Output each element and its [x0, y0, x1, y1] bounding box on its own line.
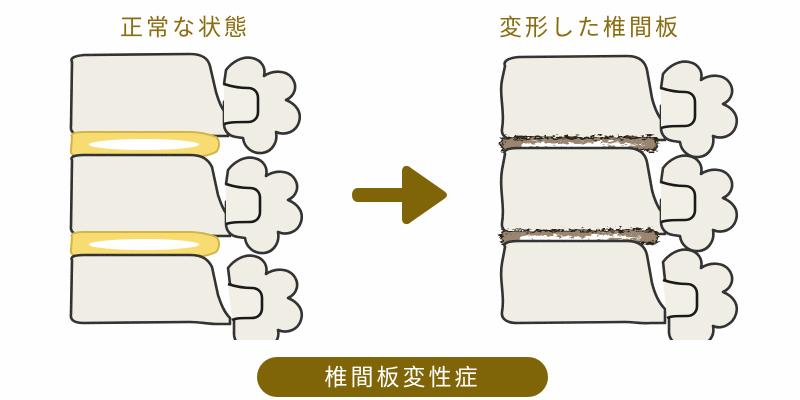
right-arrow-icon	[352, 165, 447, 225]
nucleus-pulposus-1	[89, 139, 199, 150]
posterior-element-2	[224, 156, 304, 255]
nucleus-pulposus-2	[89, 239, 199, 250]
posterior-element-2	[659, 154, 739, 253]
posterior-element-3	[661, 248, 739, 340]
panel-title-right: 変形した椎間板	[499, 15, 681, 40]
spine-normal-svg	[69, 52, 304, 340]
intervertebral-disc-healthy-2	[69, 231, 220, 258]
vertebra-body-1	[499, 54, 667, 142]
caption-pill: 椎間板変性症	[257, 357, 548, 397]
spine-diagram-normal	[40, 40, 340, 340]
vertebra-body-3	[499, 239, 667, 325]
spine-degenerated-svg	[499, 54, 739, 340]
posterior-element-3	[226, 254, 304, 340]
caption-label: 椎間板変性症	[324, 364, 481, 390]
vertebra-body-2	[69, 153, 232, 238]
panel-title-left: 正常な状態	[120, 15, 250, 40]
transition-arrow	[352, 163, 452, 227]
spine-diagram-degenerated	[475, 40, 775, 340]
intervertebral-disc-healthy-1	[69, 131, 220, 158]
vertebra-body-1	[69, 52, 230, 138]
posterior-element-1	[659, 60, 739, 159]
vertebra-body-3	[69, 253, 232, 326]
vertebra-body-2	[499, 146, 667, 236]
posterior-element-1	[222, 56, 302, 155]
